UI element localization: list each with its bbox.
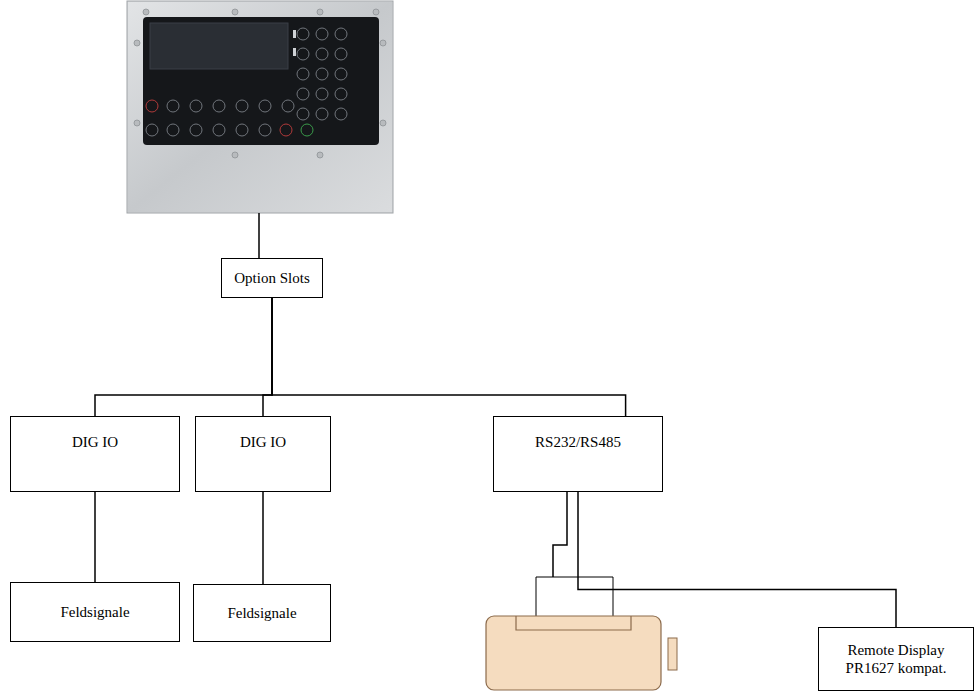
module-box: DIG IO [195,416,331,492]
box-label: RS232/RS485 [535,433,621,451]
module-box: Feldsignale [10,582,180,642]
connector-line [263,298,272,416]
connector-line [94,492,96,582]
box-label: Option Slots [234,269,309,287]
module-box: Feldsignale [193,584,331,642]
weighing-terminal [127,1,393,213]
connector-line [262,492,264,584]
box-label: DIG IO [72,433,118,451]
box-label: Feldsignale [227,604,296,622]
module-box: DIG IO [10,416,180,492]
connector-line [578,492,896,627]
box-label: DIG IO [240,433,286,451]
printer-wire [553,492,567,577]
module-box: Remote Display PR1627 kompat. [818,627,974,691]
box-label: Feldsignale [60,603,129,621]
module-box: RS232/RS485 [493,416,663,492]
module-box: Option Slots [221,258,323,298]
connector-line [272,298,626,416]
printer-symbol [486,577,677,690]
device-wire [258,213,260,258]
box-label: Remote Display PR1627 kompat. [827,641,965,677]
connector-line [95,298,272,416]
